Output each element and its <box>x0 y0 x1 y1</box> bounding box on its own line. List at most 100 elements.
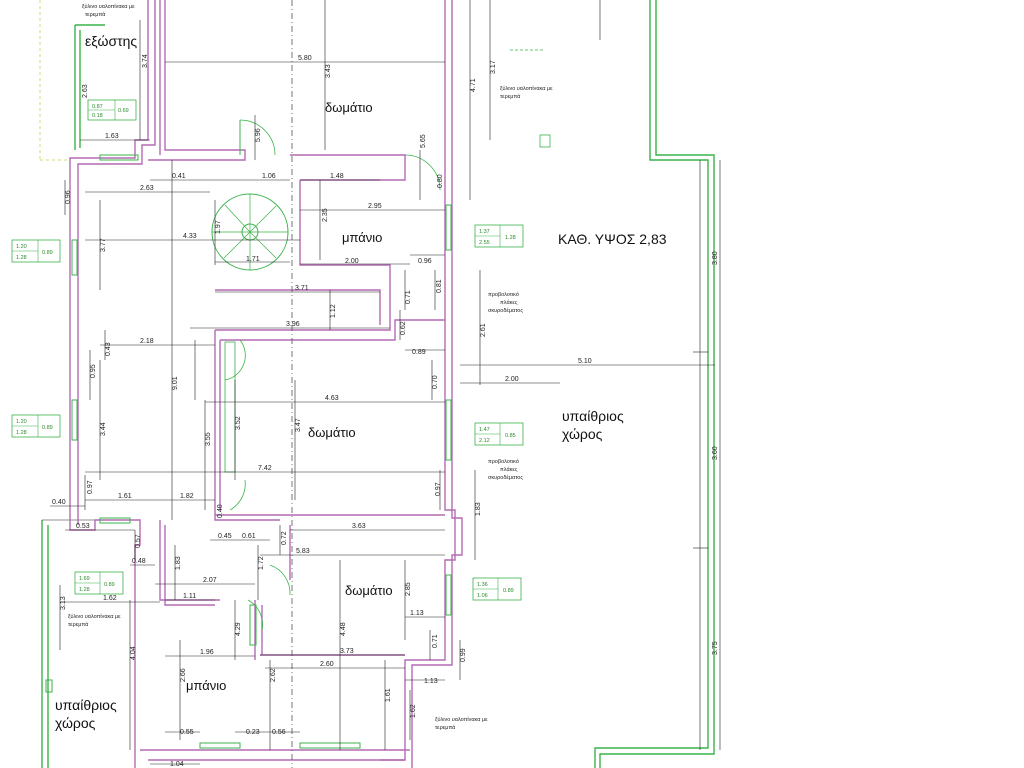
dim-433: 4.33 <box>183 233 197 240</box>
dim-062: 0.62 <box>400 321 407 335</box>
dim-055: 0.55 <box>180 729 194 736</box>
dim-207: 2.07 <box>203 577 217 584</box>
window-6-a: 1.69 <box>79 576 90 582</box>
dim-089: 0.89 <box>412 349 426 356</box>
dim-112: 1.12 <box>330 304 337 318</box>
dim-343: 3.43 <box>325 64 332 78</box>
window-1-b: 0.18 <box>92 113 103 119</box>
window-3-b: 2.55 <box>479 240 490 246</box>
note-glass-4: ξύλινο υαλοπίνακα με <box>435 716 488 723</box>
dim-374: 3.74 <box>142 54 149 68</box>
note-glass-3b: τερεμπά <box>68 621 89 628</box>
dim-295: 2.95 <box>368 203 382 210</box>
dim-163: 1.63 <box>105 133 119 140</box>
note-glass-1: ξύλινο υαλοπίνακα με <box>500 85 553 92</box>
note-prefab-1: προβολοτικό <box>488 291 519 298</box>
room-outdoor-left-1: υπαίθριος <box>55 697 117 713</box>
dim-148: 1.48 <box>330 173 344 180</box>
dim-097a: 0.97 <box>87 480 94 494</box>
dim-096a: 0.96 <box>65 190 72 204</box>
dim-360: 3.60 <box>712 446 719 460</box>
balcony-outline <box>39 0 105 161</box>
note-glass-1b: τερεμπά <box>500 93 521 100</box>
dim-263a: 2.63 <box>82 84 89 98</box>
room-bedroom-low: δωμάτιο <box>345 583 393 598</box>
dim-375: 3.75 <box>712 641 719 655</box>
dim-565: 5.65 <box>420 134 427 148</box>
window-1-c: 0.69 <box>118 108 129 114</box>
dim-099: 0.99 <box>460 648 467 662</box>
dim-071a: 0.71 <box>405 290 412 304</box>
dim-161: 1.61 <box>118 493 132 500</box>
dim-196: 1.96 <box>200 649 214 656</box>
dim-162: 1.62 <box>103 595 117 602</box>
dim-218: 2.18 <box>140 338 154 345</box>
dim-113b: 1.13 <box>424 678 438 685</box>
dim-285: 2.85 <box>405 582 412 596</box>
window-marks <box>71 154 452 749</box>
window-4-a: 1.20 <box>16 419 27 425</box>
dim-380: 3.80 <box>712 251 719 265</box>
dim-041: 0.41 <box>172 173 186 180</box>
dim-463: 4.63 <box>325 395 339 402</box>
dim-023: 0.23 <box>246 729 260 736</box>
axis-lines <box>291 0 715 768</box>
dim-045: 0.45 <box>218 533 232 540</box>
dim-448: 4.48 <box>340 622 347 636</box>
window-2-b: 1.28 <box>16 255 27 261</box>
dim-182: 1.82 <box>180 493 194 500</box>
dimension-lines <box>50 0 721 765</box>
note-glass-top-b: τερεμπά <box>85 11 106 18</box>
window-7-a: 1.36 <box>477 582 488 588</box>
dim-106: 1.06 <box>262 173 276 180</box>
room-bath-top: μπάνιο <box>342 230 382 245</box>
window-4-b: 1.28 <box>16 430 27 436</box>
outdoor-outline-right <box>594 0 715 768</box>
dim-096b: 0.96 <box>418 258 432 265</box>
room-outdoor-right-1: υπαίθριος <box>562 408 624 424</box>
dim-404: 4.04 <box>130 646 137 660</box>
room-bath-low: μπάνιο <box>186 678 226 693</box>
ceiling-height-label: ΚΑΘ. ΥΨΟΣ 2,83 <box>558 231 667 247</box>
dim-317: 3.17 <box>490 60 497 74</box>
dim-583: 5.83 <box>296 548 310 555</box>
dim-113a: 1.13 <box>410 610 424 617</box>
window-info-boxes: 0.87 0.18 0.69 1.20 1.28 0.89 1.37 2.55 … <box>11 49 551 601</box>
dim-396: 3.96 <box>286 321 300 328</box>
walls <box>69 0 463 768</box>
dim-162b: 1.62 <box>410 704 417 718</box>
dim-072: 0.72 <box>281 531 288 545</box>
room-labels: εξώστης δωμάτιο μπάνιο ΚΑΘ. ΥΨΟΣ 2,83 υπ… <box>55 33 667 731</box>
window-5-b: 2.12 <box>479 438 490 444</box>
dim-080: 0.80 <box>437 174 444 188</box>
window-3-c: 1.28 <box>505 235 516 241</box>
dim-070: 0.70 <box>432 375 439 389</box>
room-outdoor-right-2: χώρος <box>562 426 603 442</box>
dim-263b: 2.63 <box>140 185 154 192</box>
dim-313: 3.13 <box>60 596 67 610</box>
window-2-a: 1.20 <box>16 244 27 250</box>
spiral-staircase <box>211 193 289 271</box>
dim-371: 3.71 <box>295 285 309 292</box>
dim-161b: 1.61 <box>385 688 392 702</box>
dim-104: 1.04 <box>170 761 184 768</box>
dim-429: 4.29 <box>235 622 242 636</box>
dim-352: 3.52 <box>235 416 242 430</box>
note-prefab-2b: πλάκες <box>500 466 518 473</box>
dim-742: 7.42 <box>258 465 272 472</box>
room-balcony: εξώστης <box>85 33 137 49</box>
dim-261: 2.61 <box>480 323 487 337</box>
dim-053: 0.53 <box>76 523 90 530</box>
outdoor-outline-left <box>41 519 95 768</box>
dim-081: 0.81 <box>436 279 443 293</box>
room-bedroom-top: δωμάτιο <box>325 100 373 115</box>
room-bedroom-mid: δωμάτιο <box>308 425 356 440</box>
notes: ξύλινο υαλοπίνακα με τερεμπά ξύλινο υαλο… <box>68 3 553 731</box>
dim-580: 5.80 <box>298 55 312 62</box>
dim-057: 0.57 <box>135 534 142 548</box>
window-7-c: 0.89 <box>503 588 514 594</box>
dim-048: 0.48 <box>132 558 146 565</box>
dim-200: 2.00 <box>345 258 359 265</box>
window-7-b: 1.06 <box>477 593 488 599</box>
